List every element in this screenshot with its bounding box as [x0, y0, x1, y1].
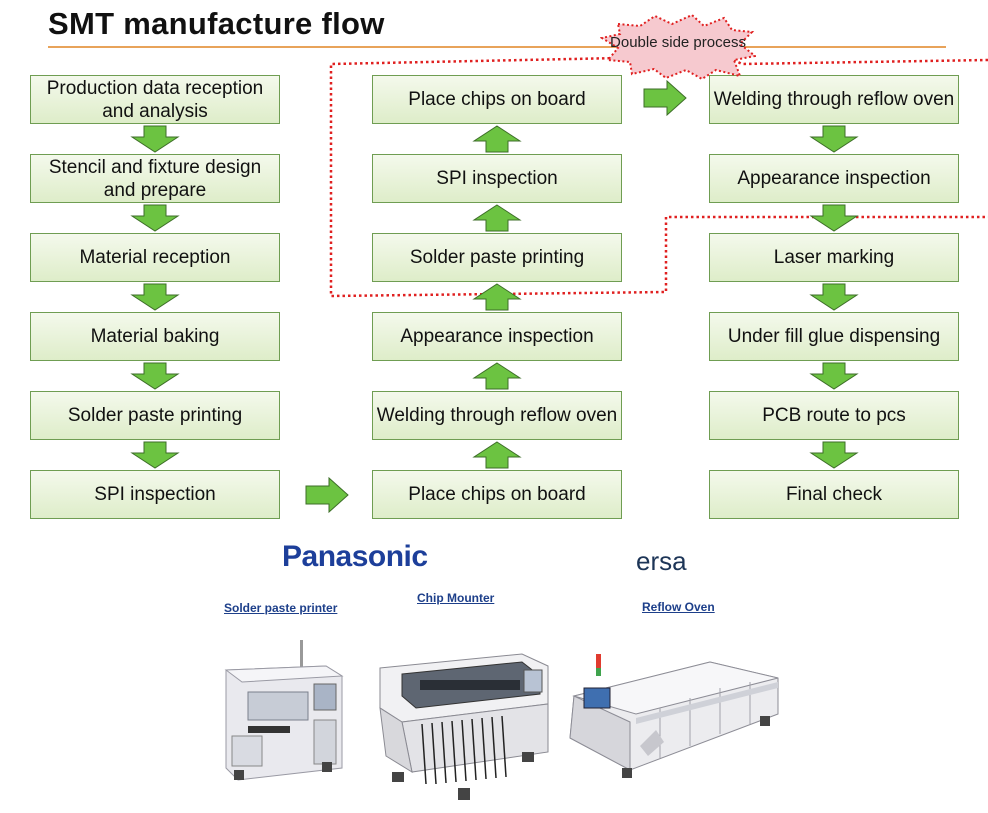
- arrow-up-icon: [472, 125, 522, 153]
- arrow-down-icon: [130, 204, 180, 232]
- arrow-up-icon: [472, 204, 522, 232]
- step-underfill-glue: Under fill glue dispensing: [709, 312, 959, 361]
- arrow-down-icon: [809, 441, 859, 469]
- step-welding-reflow-1: Welding through reflow oven: [372, 391, 622, 440]
- step-appearance-inspection-1: Appearance inspection: [372, 312, 622, 361]
- page-title: SMT manufacture flow: [48, 6, 385, 41]
- step-welding-reflow-2: Welding through reflow oven: [709, 75, 959, 124]
- step-spi-inspection-2: SPI inspection: [372, 154, 622, 203]
- step-material-reception: Material reception: [30, 233, 280, 282]
- step-production-data: Production data reception and analysis: [30, 75, 280, 124]
- arrow-up-icon: [472, 441, 522, 469]
- arrow-up-icon: [472, 362, 522, 390]
- arrow-down-icon: [130, 362, 180, 390]
- arrow-down-icon: [130, 441, 180, 469]
- caption-solder-paste-printer: Solder paste printer: [224, 601, 338, 615]
- ersa-logo: ersa: [636, 546, 687, 576]
- step-pcb-route: PCB route to pcs: [709, 391, 959, 440]
- arrow-down-icon: [809, 204, 859, 232]
- caption-reflow-oven: Reflow Oven: [642, 600, 715, 614]
- step-place-chips-1: Place chips on board: [372, 470, 622, 519]
- step-solder-paste-printing-2: Solder paste printing: [372, 233, 622, 282]
- solder-paste-printer-image: [224, 640, 344, 781]
- arrow-down-icon: [809, 283, 859, 311]
- step-material-baking: Material baking: [30, 312, 280, 361]
- step-laser-marking: Laser marking: [709, 233, 959, 282]
- step-stencil-fixture: Stencil and fixture design and prepare: [30, 154, 280, 203]
- arrow-down-icon: [130, 283, 180, 311]
- reflow-oven-image: [569, 654, 779, 778]
- arrow-down-icon: [809, 125, 859, 153]
- panasonic-logo: Panasonic: [282, 540, 428, 573]
- arrow-up-icon: [472, 283, 522, 311]
- step-final-check: Final check: [709, 470, 959, 519]
- arrow-right-icon: [305, 477, 349, 513]
- chip-mounter-image: [379, 653, 549, 800]
- step-appearance-inspection-2: Appearance inspection: [709, 154, 959, 203]
- title-divider: [48, 46, 946, 48]
- step-place-chips-2: Place chips on board: [372, 75, 622, 124]
- double-side-burst-icon: [600, 14, 756, 80]
- double-side-process-label: Double side process: [610, 34, 746, 51]
- step-spi-inspection-1: SPI inspection: [30, 470, 280, 519]
- arrow-down-icon: [130, 125, 180, 153]
- arrow-down-icon: [809, 362, 859, 390]
- step-solder-paste-printing-1: Solder paste printing: [30, 391, 280, 440]
- caption-chip-mounter: Chip Mounter: [417, 591, 495, 605]
- arrow-right-icon: [643, 80, 687, 116]
